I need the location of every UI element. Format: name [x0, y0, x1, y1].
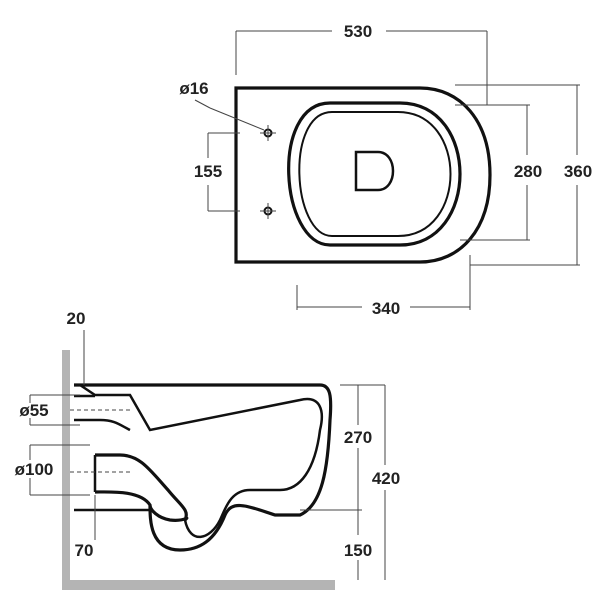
- seat-inner-outline: [298, 111, 452, 237]
- outlet-projection-label: 70: [75, 541, 94, 560]
- inlet-height-label: 270: [344, 428, 372, 447]
- top-view: 530 ø16 155 280 360 340: [179, 22, 592, 318]
- overall-length-label: 530: [344, 22, 372, 41]
- seat-width-label: 280: [514, 162, 542, 181]
- seat-outline: [287, 101, 462, 247]
- bowl-outline-side: [74, 383, 333, 552]
- overall-width-label: 360: [564, 162, 592, 181]
- outlet-pipe: [74, 455, 150, 512]
- wall-offset-label: 20: [67, 309, 86, 328]
- dimension-lines-top: [194, 30, 580, 310]
- bowl-inner-side: [79, 383, 324, 539]
- inlet-pipe: [74, 394, 131, 432]
- overall-height-label: 420: [372, 469, 400, 488]
- fixing-hole-spacing-label: 155: [194, 162, 222, 181]
- bowl-length-label: 340: [372, 299, 400, 318]
- outlet-diameter-label: ø100: [15, 460, 54, 479]
- dimension-lines-side: [29, 330, 386, 580]
- fixing-hole-diameter-label: ø16: [179, 79, 208, 98]
- bowl-outline-top: [234, 86, 492, 264]
- side-view: 20 ø55 ø100 270 420 150 70: [15, 309, 400, 590]
- inlet-diameter-label: ø55: [19, 401, 48, 420]
- fixing-hole-icon: [260, 125, 276, 141]
- outlet-height-label: 150: [344, 541, 372, 560]
- lid-hinge-shape: [354, 150, 395, 192]
- fixing-hole-icon: [260, 203, 276, 219]
